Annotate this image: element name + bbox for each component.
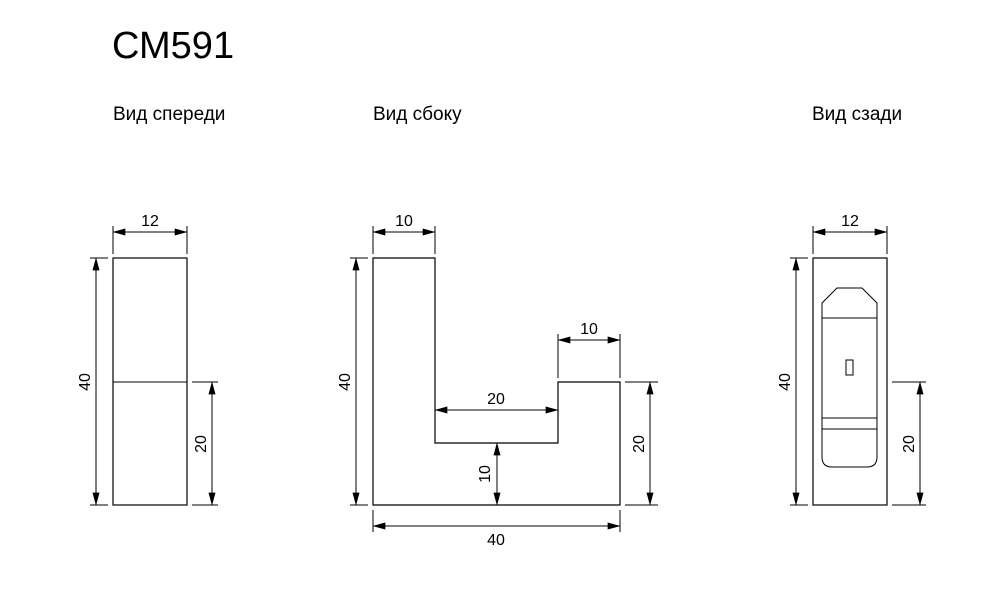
side-outline <box>372 257 621 506</box>
side-dim-base: 10 <box>477 442 501 506</box>
side-view-shape <box>372 257 621 506</box>
rear-outline <box>812 257 888 506</box>
rear-slot <box>845 359 854 376</box>
front-view-label: Вид спереди <box>113 104 225 125</box>
dimension-value: 40 <box>777 373 794 391</box>
dimension-value: 10 <box>395 213 413 230</box>
front-dim-height: 40 <box>77 257 108 506</box>
side-dim-left-arm: 10 <box>372 213 436 254</box>
side-dim-height: 40 <box>337 257 368 506</box>
side-dim-hook-height: 20 <box>625 381 658 506</box>
side-view: 10 40 10 20 <box>337 213 658 549</box>
dimension-value: 40 <box>77 373 94 391</box>
rear-dim-lower: 20 <box>892 381 926 506</box>
front-dim-lower: 20 <box>192 381 218 506</box>
rear-view-label: Вид сзади <box>812 104 902 125</box>
side-dim-total-width: 40 <box>372 510 621 549</box>
dimension-value: 40 <box>337 373 354 391</box>
dimension-value: 12 <box>141 213 159 230</box>
rear-inner-contour <box>821 287 878 468</box>
side-dim-hook-width: 10 <box>557 321 621 378</box>
dimension-value: 40 <box>487 532 505 549</box>
dimension-value: 20 <box>193 435 210 453</box>
dimension-value: 12 <box>841 213 859 230</box>
rear-view: 12 40 20 <box>777 213 926 506</box>
side-dim-gap: 20 <box>434 391 559 414</box>
front-view-shape <box>112 257 188 506</box>
front-view: 12 40 20 <box>77 213 218 506</box>
rear-view-shape <box>812 257 888 506</box>
front-dim-width: 12 <box>112 213 188 254</box>
dimension-value: 10 <box>580 321 598 338</box>
side-view-label: Вид сбоку <box>373 104 462 125</box>
dimension-value: 20 <box>631 435 648 453</box>
dimension-value: 20 <box>901 435 918 453</box>
dimension-value: 10 <box>477 465 494 483</box>
rear-dim-height: 40 <box>777 257 808 506</box>
rear-dim-width: 12 <box>812 213 888 254</box>
drawing-title: СМ591 <box>112 25 234 67</box>
dimension-value: 20 <box>487 391 505 408</box>
